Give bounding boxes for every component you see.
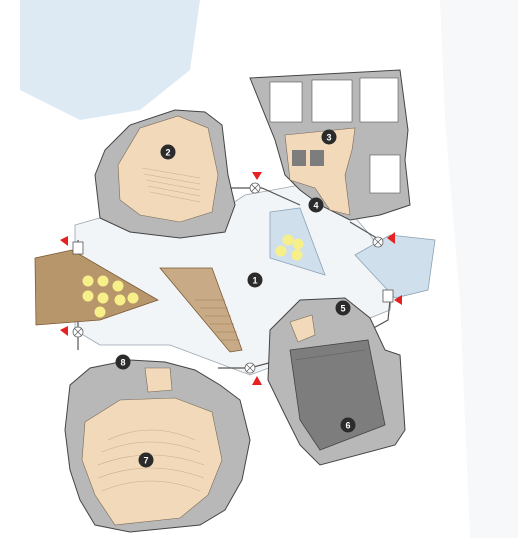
marker-3: 3 [321, 129, 337, 145]
marker-2: 2 [160, 144, 176, 160]
foyer-5 [289, 314, 316, 343]
water-area [20, 0, 200, 120]
faint-right-area [440, 0, 518, 538]
marker-2-label: 2 [165, 148, 170, 158]
marker-6-label: 6 [345, 421, 350, 431]
marker-6: 6 [340, 417, 356, 433]
marker-7-label: 7 [143, 456, 148, 466]
building-2 [94, 109, 236, 239]
marker-4-label: 4 [313, 201, 318, 211]
marker-5-label: 5 [340, 304, 345, 314]
building-7 [64, 359, 251, 533]
marker-8: 8 [115, 354, 131, 370]
marker-5: 5 [335, 300, 351, 316]
light-panel-blue [269, 207, 326, 276]
door-blocks [72, 241, 394, 303]
door-cross-icon [72, 182, 384, 374]
foyer-3 [284, 127, 356, 216]
entrance-arrow-icon [60, 172, 402, 385]
building-3 [249, 69, 411, 221]
stage-6 [289, 339, 386, 451]
light-panel-brown [34, 249, 159, 326]
building-6 [267, 297, 406, 466]
ramp [159, 267, 243, 353]
marker-4: 4 [308, 197, 324, 213]
marker-8-label: 8 [120, 358, 125, 368]
marker-3-label: 3 [326, 133, 331, 143]
auditorium-2-seating [117, 115, 219, 223]
foyer-8 [144, 367, 173, 393]
marker-7: 7 [138, 452, 154, 468]
marker-1: 1 [247, 272, 263, 288]
marker-1-label: 1 [252, 276, 257, 286]
